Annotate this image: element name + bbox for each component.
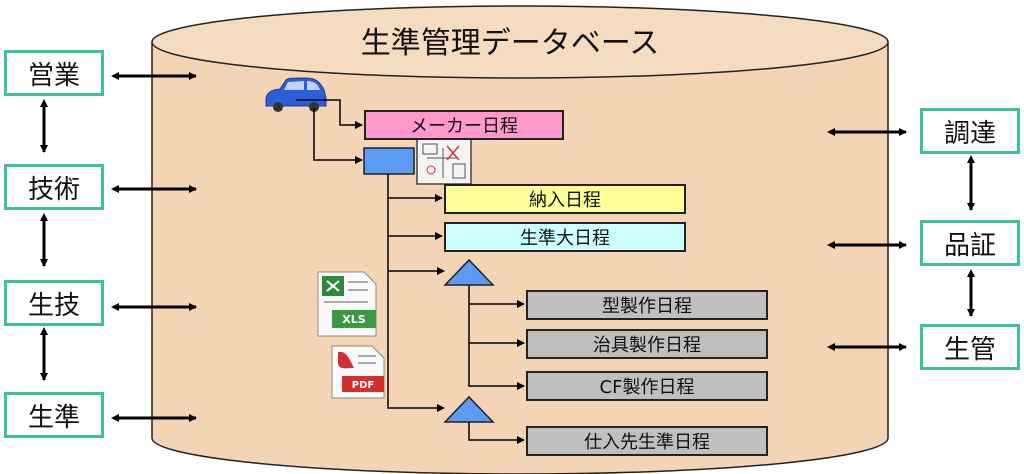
right-arrows xyxy=(827,128,975,351)
schedule-jig: 治具製作日程 xyxy=(526,329,768,359)
car-connectors xyxy=(296,99,363,164)
schedule-maker: メーカー日程 xyxy=(364,110,564,140)
schedule-delivery: 納入日程 xyxy=(444,184,686,214)
left-horizontal-arrows xyxy=(111,72,197,422)
xls-file-icon: XLS xyxy=(317,271,377,337)
dept-prod-tech: 生技 xyxy=(4,280,104,326)
xls-label: XLS xyxy=(342,313,365,326)
pdf-label: PDF xyxy=(352,380,374,391)
schedule-cf: CF製作日程 xyxy=(526,371,768,401)
car-icon xyxy=(265,77,327,112)
drawing-thumbnail-icon xyxy=(416,137,472,185)
dept-quality: 品証 xyxy=(920,220,1020,266)
dept-sales: 営業 xyxy=(4,50,104,96)
dept-prod-control: 生管 xyxy=(920,324,1020,370)
dept-prod-prep: 生準 xyxy=(4,392,104,438)
schedule-master: 生準大日程 xyxy=(444,222,686,252)
drawing-data-box xyxy=(363,147,415,175)
schedule-mold: 型製作日程 xyxy=(526,290,768,320)
pdf-file-icon: PDF xyxy=(331,345,385,399)
database-title: 生準管理データベース xyxy=(360,26,660,61)
triangle-group-marker xyxy=(443,258,495,286)
schedule-supplier: 仕入先生準日程 xyxy=(526,426,768,456)
triangle-group-marker xyxy=(443,395,495,423)
dept-procurement: 調達 xyxy=(920,108,1020,154)
schedule-tree-connectors xyxy=(387,174,525,444)
dept-engineering: 技術 xyxy=(4,164,104,210)
